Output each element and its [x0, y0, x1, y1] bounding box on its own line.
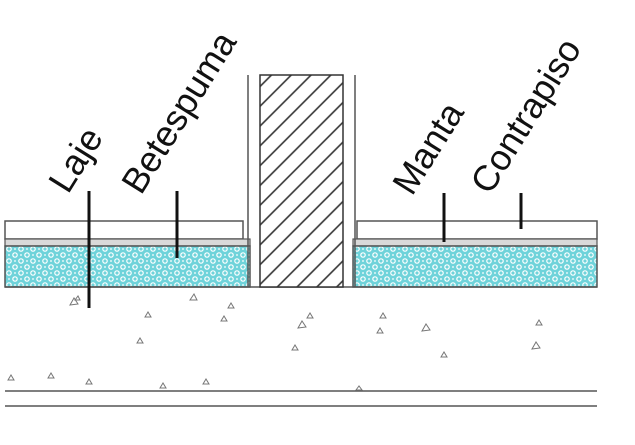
- leader-lines: [87, 191, 523, 308]
- aggregate-specks: [7, 293, 543, 391]
- laje-layer: [5, 286, 597, 407]
- label-laje: Laje: [40, 120, 111, 199]
- label-manta: Manta: [384, 94, 472, 201]
- label-contrapiso: Contrapiso: [462, 31, 589, 200]
- wall: [247, 74, 356, 288]
- contrapiso-layer: [4, 220, 598, 240]
- label-betespuma: Betespuma: [113, 23, 245, 200]
